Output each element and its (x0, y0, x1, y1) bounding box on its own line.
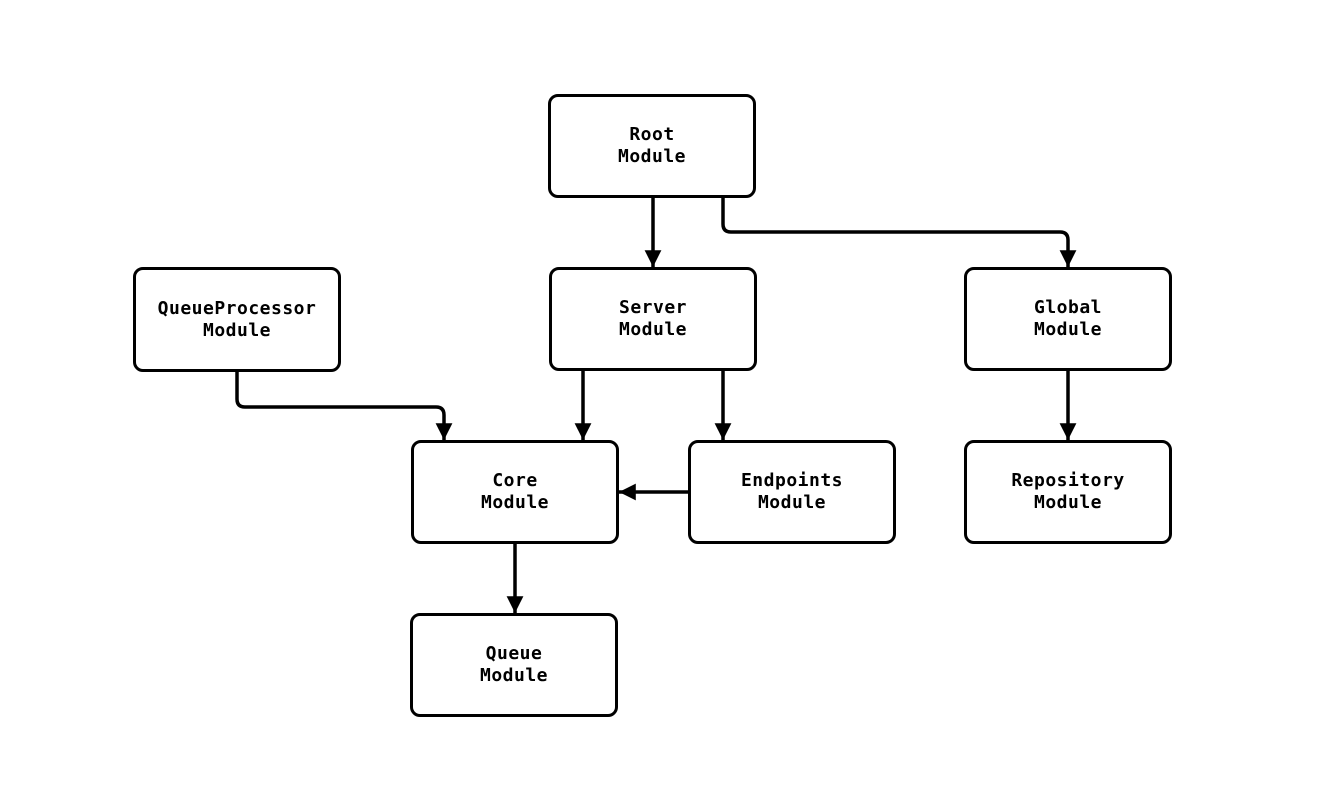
node-queueprocessor-module-label: QueueProcessor Module (157, 297, 317, 341)
node-server-module-label: Server Module (618, 297, 688, 340)
node-global-module-label: Global Module (1033, 297, 1103, 340)
node-root-module-label: Root Module (617, 124, 687, 167)
node-endpoints-module: Endpoints Module (688, 440, 896, 544)
node-root-module: Root Module (548, 94, 756, 198)
node-repository-module-label: Repository Module (1011, 470, 1125, 513)
node-repository-module: Repository Module (964, 440, 1172, 544)
node-core-module-label: Core Module (480, 470, 550, 513)
edge-queueprocessor-to-core (235, 372, 453, 440)
node-queue-module-label: Queue Module (479, 643, 549, 686)
node-endpoints-module-label: Endpoints Module (740, 470, 844, 513)
node-queue-module: Queue Module (410, 613, 618, 717)
node-global-module: Global Module (964, 267, 1172, 371)
node-queueprocessor-module: QueueProcessor Module (133, 267, 341, 372)
edge-root-to-global (721, 198, 1077, 267)
node-server-module: Server Module (549, 267, 757, 371)
node-core-module: Core Module (411, 440, 619, 544)
